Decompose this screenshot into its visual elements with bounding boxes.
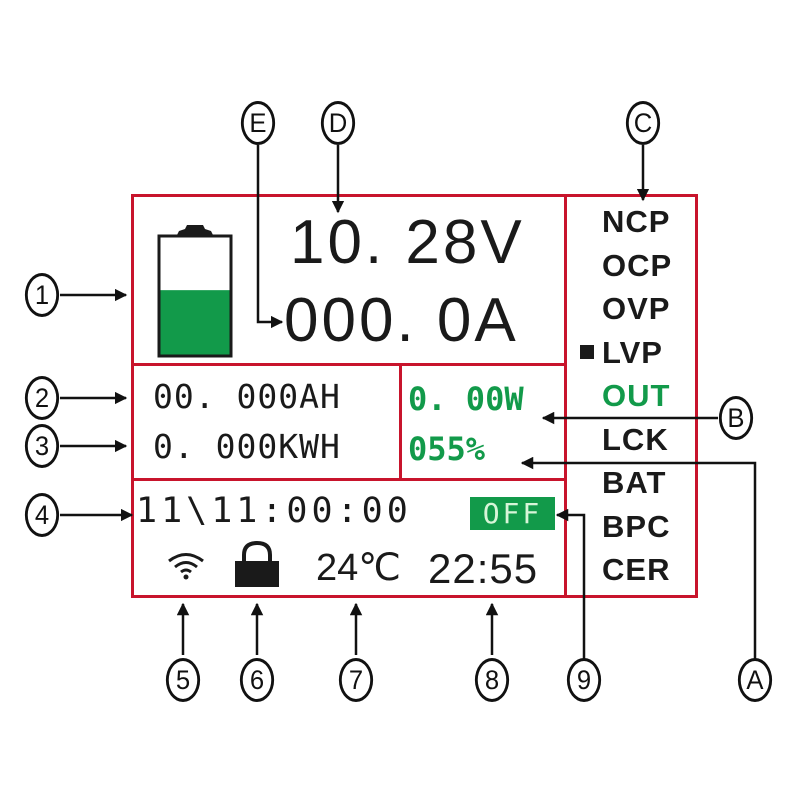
status-flag-ovp: OVP xyxy=(602,291,671,326)
status-flag-lck: LCK xyxy=(602,421,669,457)
status-flag-out: OUT xyxy=(602,378,671,413)
callout-8: 8 xyxy=(474,658,510,702)
callout-A: A xyxy=(737,658,773,702)
callout-C: C xyxy=(625,101,661,145)
lock-icon xyxy=(232,540,282,588)
arrow-9 xyxy=(555,508,586,660)
callout-D: D xyxy=(320,101,356,145)
callout-1: 1 xyxy=(24,273,60,317)
power-section-divider xyxy=(399,363,402,480)
callout-B: B xyxy=(718,396,754,440)
arrow-E xyxy=(256,145,284,329)
output-state-label: OFF xyxy=(482,497,543,530)
callout-3: 3 xyxy=(24,424,60,468)
arrow-A xyxy=(520,456,757,660)
clock-readout: 22:55 xyxy=(428,545,539,592)
status-flag-cer: CER xyxy=(602,552,671,587)
callout-5: 5 xyxy=(165,658,201,702)
status-flag-lvp: LVP xyxy=(602,334,663,370)
power-readout: 0. 00W xyxy=(408,380,524,418)
callout-2: 2 xyxy=(24,376,60,420)
temperature-readout: 24℃ xyxy=(316,547,401,589)
main-divider-2 xyxy=(131,478,567,481)
status-flag-bpc: BPC xyxy=(602,508,671,544)
callout-4: 4 xyxy=(24,493,60,537)
lcd-frame xyxy=(131,194,698,598)
callout-9: 9 xyxy=(566,658,602,702)
main-divider-1 xyxy=(131,363,567,366)
callout-E: E xyxy=(240,101,276,145)
status-flag-ncp: NCP xyxy=(602,204,671,239)
capacity-ah-readout: 00. 000AH xyxy=(153,377,341,416)
status-column-divider xyxy=(564,194,567,598)
wifi-icon xyxy=(166,550,206,580)
status-flag-bat: BAT xyxy=(602,465,667,500)
battery-fill xyxy=(160,290,230,355)
battery-icon xyxy=(157,221,233,358)
battery-percent-readout: 055% xyxy=(408,430,486,468)
status-flag-ocp: OCP xyxy=(602,247,673,283)
active-flag-marker xyxy=(580,344,594,359)
output-state-badge[interactable]: OFF xyxy=(470,497,555,530)
timer-readout: 11\11:00:00 xyxy=(136,491,412,531)
energy-kwh-readout: 0. 000KWH xyxy=(153,427,341,466)
current-readout: 000. 0A xyxy=(284,286,519,355)
callout-6: 6 xyxy=(239,658,275,702)
voltage-readout: 10. 28V xyxy=(290,208,525,277)
callout-7: 7 xyxy=(338,658,374,702)
